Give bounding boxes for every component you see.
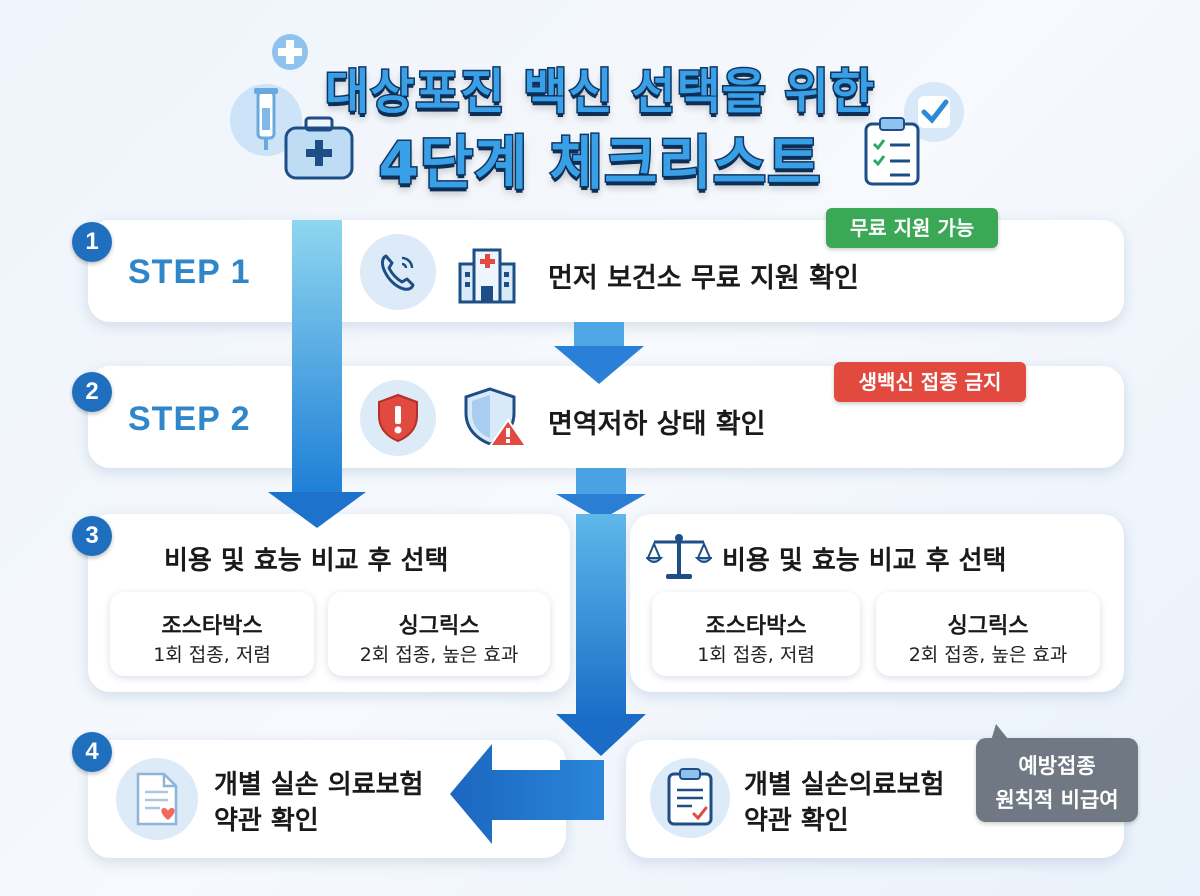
phone-icon <box>381 254 415 291</box>
decor-icons <box>230 34 964 186</box>
step4-right-line1: 개별 실손의료보험 <box>744 770 945 800</box>
hospital-building-icon <box>458 248 516 304</box>
option-desc: 2회 접종, 높은 효과 <box>908 644 1068 666</box>
option-desc: 2회 접종, 높은 효과 <box>359 644 519 666</box>
scale-icon <box>646 534 712 579</box>
step4-number: 4 <box>72 732 112 772</box>
syringe-icon <box>230 84 302 156</box>
option-name: 싱그릭스 <box>398 614 480 639</box>
step2-live-vaccine-warning-badge: 생백신 접종 금지 <box>834 362 1026 402</box>
phone-circle <box>360 234 436 310</box>
step3-right-heading: 비용 및 효능 비교 후 선택 <box>722 546 1007 576</box>
step4-left-line1: 개별 실손 의료보험 <box>214 770 424 800</box>
medical-kit-icon <box>284 116 354 180</box>
page-title-line2: 4단계 체크리스트 <box>377 128 822 199</box>
step3-left-option-shingrix: 싱그릭스 2회 접종, 높은 효과 <box>328 592 550 676</box>
shield-warning-icon <box>464 387 528 447</box>
medical-plus-icon <box>272 34 308 70</box>
clipboard-icon <box>864 117 920 186</box>
option-desc: 1회 접종, 저렴 <box>153 644 271 666</box>
arrow-step1-to-step2 <box>554 322 644 384</box>
option-name: 조스타박스 <box>705 614 807 639</box>
callout-line2: 원칙적 비급여 <box>995 788 1119 812</box>
arrow-step2-to-step4 <box>556 468 646 756</box>
step4-left-line2: 약관 확인 <box>214 806 319 836</box>
step3-number: 3 <box>72 516 112 556</box>
checkmark-icon <box>904 82 964 142</box>
step2-number: 2 <box>72 372 112 412</box>
step1-number: 1 <box>72 222 112 262</box>
arrow-step1-to-step3 <box>268 220 366 528</box>
step4-right-line2: 약관 확인 <box>744 806 849 836</box>
page-title-line1: 대상포진 백신 선택을 위한 <box>324 63 876 122</box>
step1-label: STEP 1 <box>128 253 251 291</box>
step1-text: 먼저 보건소 무료 지원 확인 <box>548 263 859 294</box>
callout-non-covered-note: 예방접종 원칙적 비급여 <box>976 738 1138 822</box>
step2-text: 면역저하 상태 확인 <box>548 409 766 440</box>
clipboard-check-icon <box>667 768 713 826</box>
step3-left-heading: 비용 및 효능 비교 후 선택 <box>164 546 449 576</box>
step3-left-option-zostavax: 조스타박스 1회 접종, 저렴 <box>110 592 314 676</box>
arrow-to-step4-left <box>450 744 604 844</box>
callout-line1: 예방접종 <box>1018 754 1096 778</box>
option-name: 싱그릭스 <box>947 614 1029 639</box>
shield-alert-icon <box>378 393 418 443</box>
option-desc: 1회 접종, 저렴 <box>697 644 815 666</box>
document-heart-icon <box>136 772 178 826</box>
step2-label: STEP 2 <box>128 400 251 438</box>
step1-free-support-badge: 무료 지원 가능 <box>826 208 998 248</box>
step3-right-option-zostavax: 조스타박스 1회 접종, 저렴 <box>652 592 860 676</box>
step3-right-option-shingrix: 싱그릭스 2회 접종, 높은 효과 <box>876 592 1100 676</box>
option-name: 조스타박스 <box>161 614 263 639</box>
